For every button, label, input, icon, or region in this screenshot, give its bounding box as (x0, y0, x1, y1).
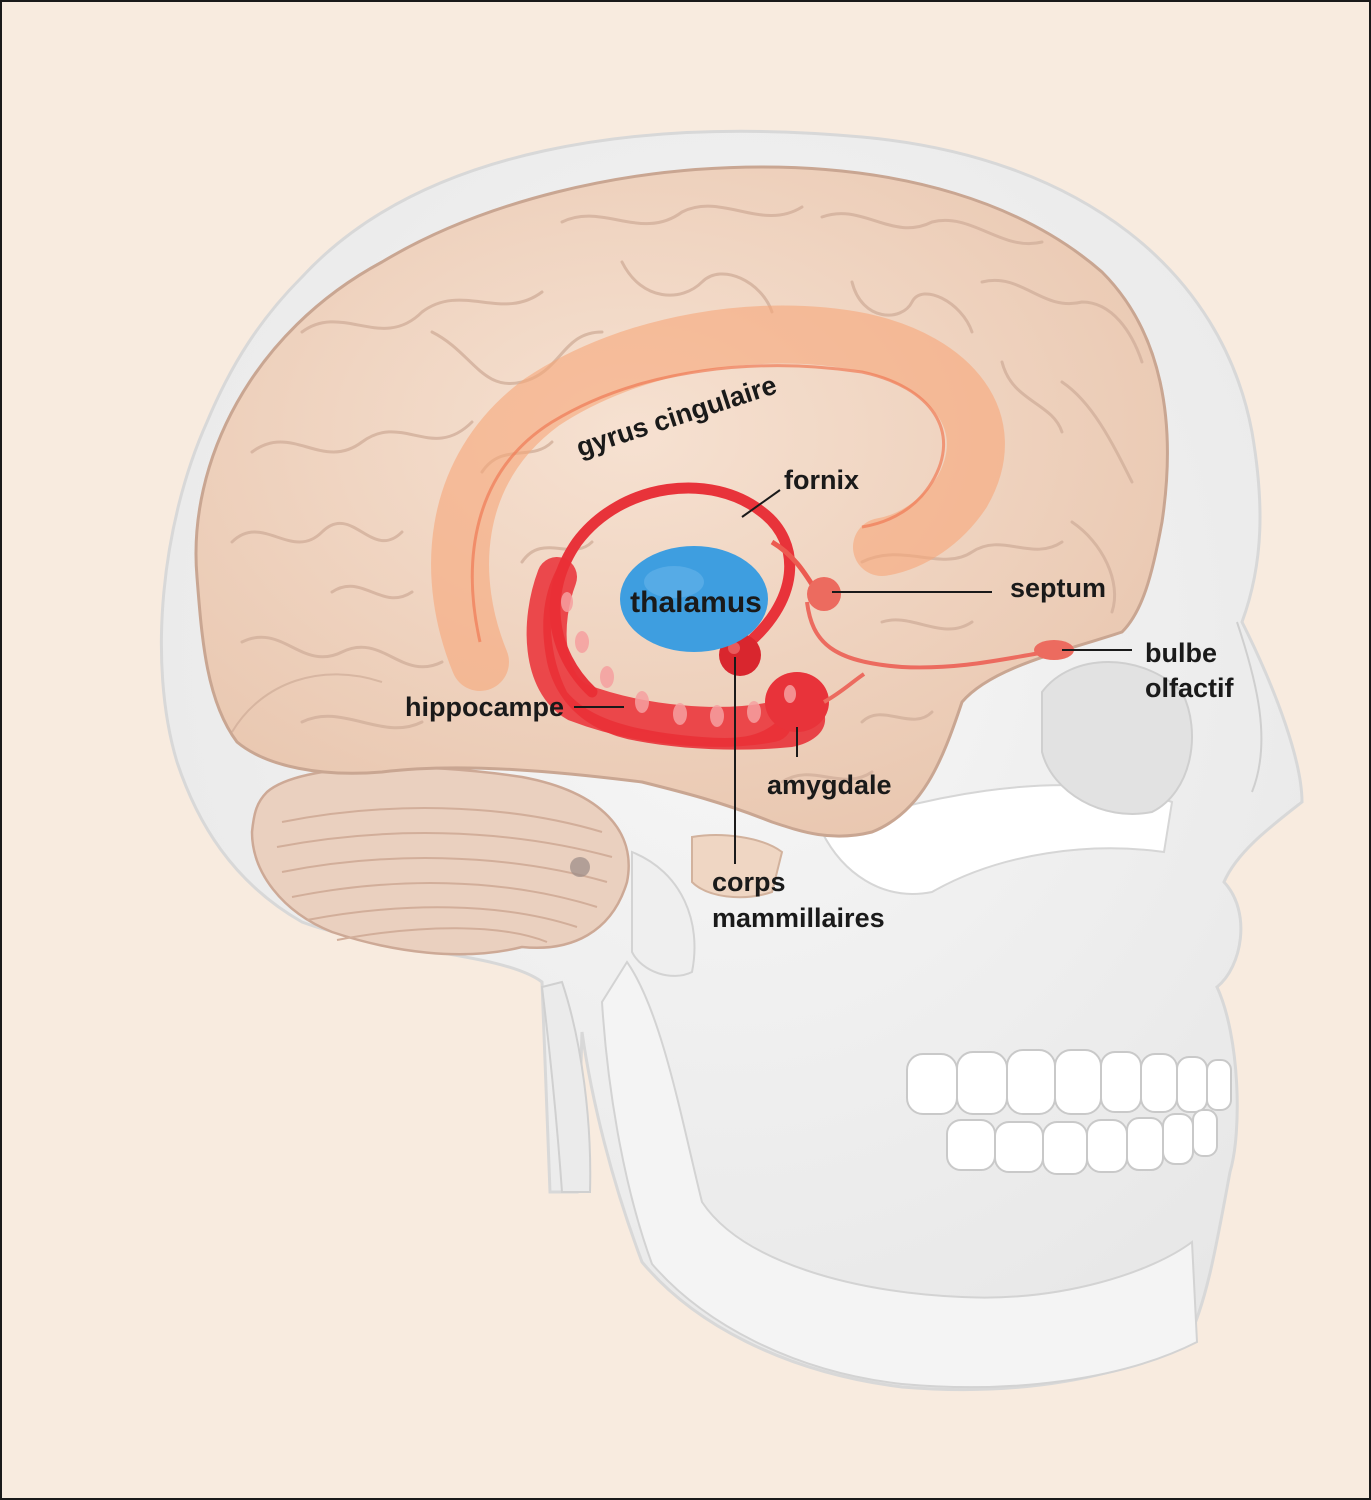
skull-nasal-edge (1236, 621, 1263, 793)
label-thalamus: thalamus (630, 586, 762, 619)
skull-mandible (600, 960, 1199, 1389)
olfactory-link (823, 672, 866, 704)
olfactory-bulb (1034, 640, 1074, 660)
label-fornix: fornix (784, 465, 859, 495)
label-septum: septum (1010, 573, 1106, 603)
label-corps-line1: corps (712, 867, 786, 897)
cerebellum (250, 765, 630, 956)
gyrus-cingulaire-center (470, 364, 945, 643)
label-corps-line2: mammillaires (712, 903, 885, 933)
leader-lines (574, 489, 1132, 864)
skull-eye-socket (1041, 661, 1193, 815)
skull-mastoid (540, 980, 592, 1193)
skull-lower-teeth (946, 1109, 1218, 1175)
brain-stem (691, 834, 784, 899)
skull-upper-teeth (906, 1049, 1232, 1115)
label-hippocampe: hippocampe (405, 692, 564, 722)
hippocampus-tail (526, 557, 792, 747)
leader-fornix (741, 489, 781, 518)
skull-coronoid (631, 850, 696, 977)
amygdala (765, 672, 829, 732)
label-bulbe-line1: bulbe (1145, 638, 1217, 668)
gyrus-cingulaire (431, 305, 1005, 691)
label-amygdale: amygdale (767, 770, 892, 800)
olfactory-tract (805, 601, 1048, 670)
skull-cheekbone (820, 784, 1174, 895)
septum (807, 577, 841, 611)
label-bulbe-line2: olfactif (1145, 673, 1235, 703)
